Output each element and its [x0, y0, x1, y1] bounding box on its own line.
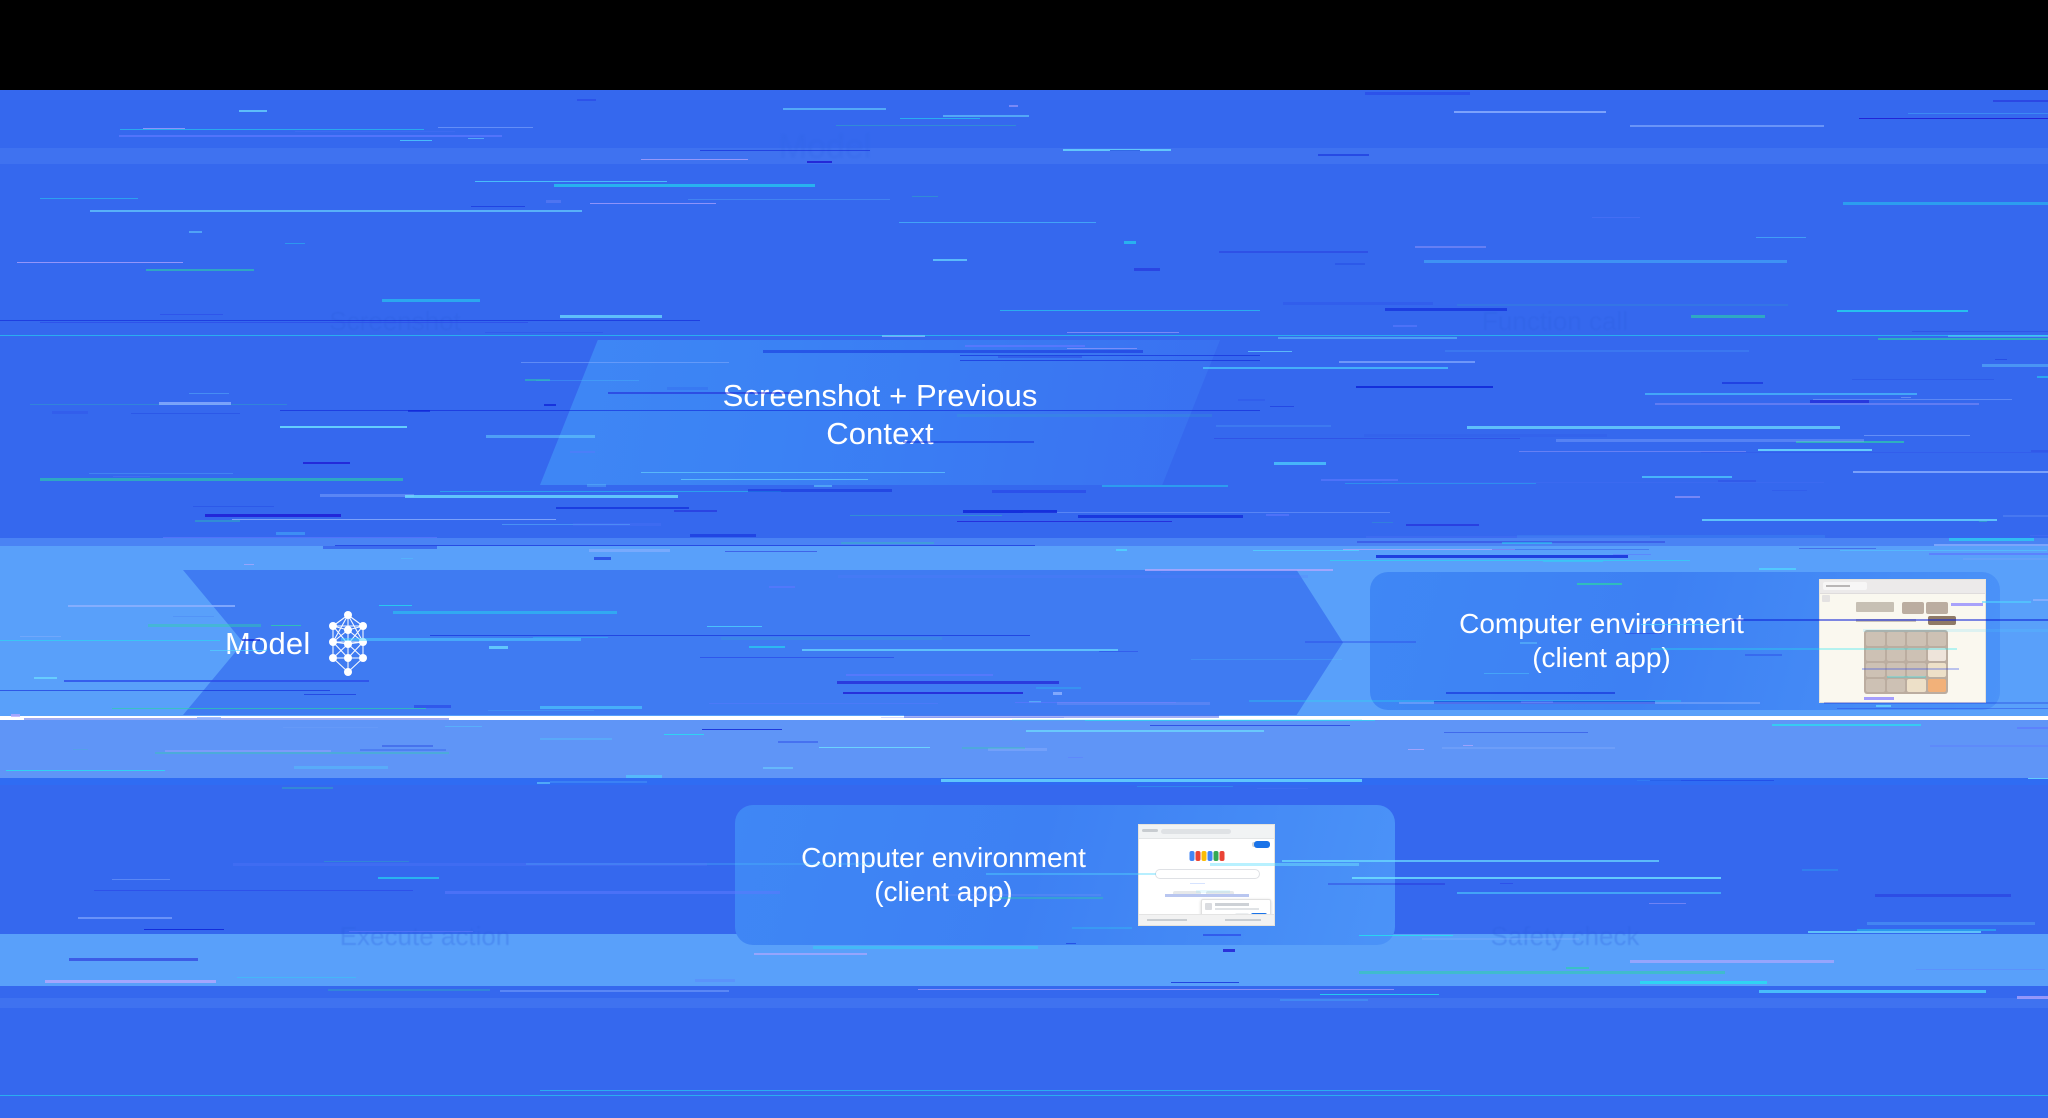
tile [1927, 678, 1946, 692]
env-card-bottom-line1: Computer environment [801, 841, 1086, 873]
tile [1866, 678, 1885, 692]
site-brand-2048 [1856, 602, 1894, 612]
env-card-bottom-label: Computer environment (client app) [735, 841, 1138, 909]
dialog-title [1215, 903, 1249, 906]
tile [1886, 663, 1905, 677]
band-divider-white [0, 716, 2048, 720]
tile [1866, 632, 1885, 646]
edge-label-top-right: Function call [1482, 306, 1628, 336]
band [0, 538, 2048, 546]
env-card-right-line1: Computer environment [1459, 607, 1744, 639]
edge-label-bottom-left: Execute action [339, 921, 511, 951]
context-node-line1: Screenshot + Previous [722, 378, 1038, 414]
env-card-bottom[interactable]: Computer environment (client app) [735, 805, 1395, 945]
model-node-shape [183, 570, 1343, 715]
tile [1866, 647, 1885, 661]
search-input[interactable] [1155, 869, 1260, 879]
tile [1907, 663, 1926, 677]
model-node-label: Model [225, 626, 311, 661]
band [0, 720, 2048, 778]
google-logo-icon [1189, 851, 1224, 861]
band [0, 986, 2048, 998]
tile [1927, 663, 1946, 677]
context-node: Screenshot + Previous Context [540, 355, 1220, 475]
edge-label-top-left: Screenshot [329, 306, 461, 336]
page-footer [1139, 914, 1274, 925]
score-box [1902, 602, 1924, 614]
env-card-right[interactable]: Computer environment (client app) [1370, 572, 2000, 710]
tile [1886, 678, 1905, 692]
band-top-black [0, 0, 2048, 90]
context-node-line2: Context [826, 416, 934, 451]
env-card-right-line2: (client app) [1532, 642, 1671, 673]
tile [1866, 663, 1885, 677]
game-board[interactable] [1864, 630, 1948, 694]
browser-tab [1823, 582, 1867, 590]
best-score-box [1926, 602, 1948, 614]
tile [1886, 647, 1905, 661]
env-card-bottom-line2: (client app) [874, 876, 1013, 907]
address-bar-icon [1822, 595, 1830, 602]
tile [1907, 632, 1926, 646]
tile [1927, 632, 1946, 646]
footer-link [1864, 697, 1894, 700]
thumbnail-google-search[interactable] [1138, 824, 1275, 926]
band [0, 998, 2048, 1008]
header-links [1951, 603, 1983, 606]
browser-nav-buttons [1142, 829, 1158, 832]
context-node-shape [540, 340, 1220, 485]
tile [1907, 678, 1926, 692]
dialog-icon [1205, 903, 1212, 910]
env-card-right-label: Computer environment (client app) [1370, 607, 1819, 675]
tile [1927, 647, 1946, 661]
neural-network-icon [326, 609, 370, 679]
sign-in-button[interactable] [1254, 841, 1270, 848]
new-game-button[interactable] [1928, 616, 1956, 625]
address-bar[interactable] [1161, 828, 1231, 834]
dialog-body [1215, 908, 1259, 910]
band [0, 1008, 2048, 1118]
subtitle-text [1856, 619, 1916, 622]
language-links [1165, 894, 1249, 897]
model-node: Model [225, 605, 370, 683]
tile [1907, 647, 1926, 661]
band [0, 90, 2048, 148]
tile [1886, 632, 1905, 646]
search-buttons[interactable] [1173, 883, 1239, 896]
thumbnail-2048-game[interactable] [1819, 579, 1986, 703]
band [0, 778, 2048, 785]
band [0, 148, 2048, 164]
edge-label-bottom-right: Safety check [1490, 921, 1640, 951]
page-title: Model [778, 128, 872, 166]
